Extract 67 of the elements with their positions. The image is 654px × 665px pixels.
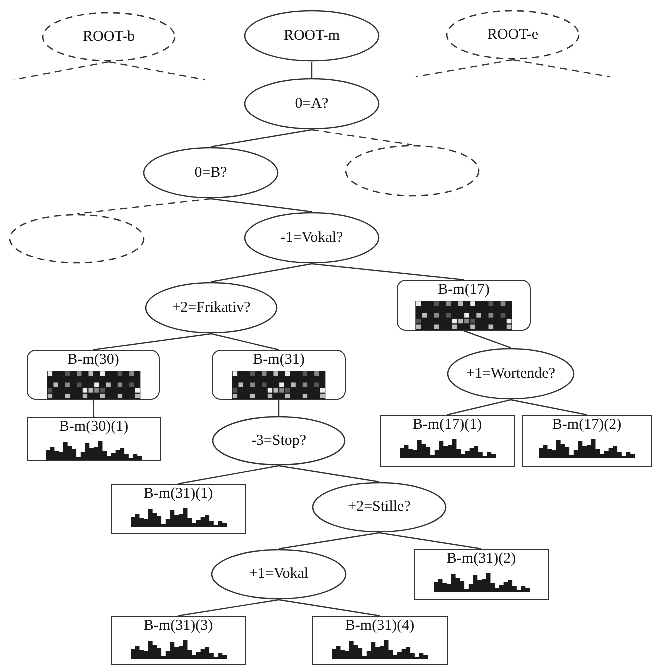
branch-line xyxy=(278,532,380,550)
node-label: +1=Wortende? xyxy=(466,366,556,382)
node-label: ROOT-m xyxy=(284,28,340,44)
branch-line xyxy=(312,263,464,281)
node-label: B-m(31)(3) xyxy=(144,618,214,635)
dashed-branch-line xyxy=(312,129,413,146)
dashed-branch-line xyxy=(108,61,206,81)
branch-line xyxy=(210,198,312,213)
decision-ellipse xyxy=(244,212,380,264)
branch-line xyxy=(447,399,512,416)
branch-line xyxy=(278,400,280,416)
cluster-box xyxy=(27,350,160,400)
branch-line xyxy=(278,599,380,617)
node-label: 0=A? xyxy=(295,96,329,112)
dashed-ellipse-node xyxy=(9,214,145,264)
decision-ellipse xyxy=(212,416,346,466)
leaf-box xyxy=(312,616,448,665)
branch-line xyxy=(379,532,482,550)
decision-ellipse xyxy=(244,78,380,130)
node-label: +2=Stille? xyxy=(348,499,411,516)
cluster-box xyxy=(397,280,531,331)
node-label: +1=Vokal xyxy=(249,566,309,583)
dashed-ellipse-node xyxy=(446,10,580,60)
branch-line xyxy=(510,399,588,416)
node-label: B-m(31)(1) xyxy=(144,486,214,503)
leaf-box xyxy=(522,415,652,467)
dashed-branch-line xyxy=(76,198,212,215)
dashed-ellipse-node xyxy=(42,12,176,62)
branch-line xyxy=(178,599,280,617)
branch-line xyxy=(93,333,212,351)
node-label: ROOT-b xyxy=(83,28,135,46)
branch-line xyxy=(211,333,280,351)
branch-line xyxy=(92,400,95,418)
dashed-ellipse-node xyxy=(345,145,480,197)
decision-ellipse xyxy=(143,147,279,199)
decision-ellipse xyxy=(312,482,447,533)
leaf-box xyxy=(27,417,161,461)
decision-ellipse xyxy=(244,10,380,62)
node-label: -3=Stop? xyxy=(251,432,307,450)
decision-ellipse xyxy=(447,348,575,400)
dashed-branch-line xyxy=(512,59,610,78)
node-label: B-m(31) xyxy=(253,352,305,369)
decision-ellipse xyxy=(145,282,278,334)
leaf-box xyxy=(380,415,515,467)
branch-line xyxy=(211,263,312,283)
node-label: ROOT-e xyxy=(487,26,539,44)
decision-ellipse xyxy=(211,549,347,600)
branch-line xyxy=(178,465,280,485)
node-label: B-m(17)(1) xyxy=(412,417,482,434)
leaf-box xyxy=(111,484,246,534)
node-label: B-m(17) xyxy=(438,282,490,299)
node-label: B-m(30) xyxy=(68,352,120,369)
node-label: B-m(17)(2) xyxy=(552,417,622,434)
node-label: 0=B? xyxy=(194,164,228,182)
node-label: B-m(30)(1) xyxy=(59,419,129,436)
branch-line xyxy=(278,465,380,483)
node-label: -1=Vokal? xyxy=(280,230,344,246)
dashed-branch-line xyxy=(14,61,110,81)
branch-line xyxy=(210,129,312,148)
node-label: B-m(31)(4) xyxy=(345,618,415,635)
node-label: +2=Frikativ? xyxy=(172,300,251,316)
leaf-box xyxy=(414,549,549,600)
leaf-box xyxy=(111,616,246,665)
cluster-box xyxy=(212,350,346,400)
node-label: B-m(31)(2) xyxy=(446,551,516,568)
branch-line xyxy=(311,62,313,78)
dashed-branch-line xyxy=(416,59,514,78)
